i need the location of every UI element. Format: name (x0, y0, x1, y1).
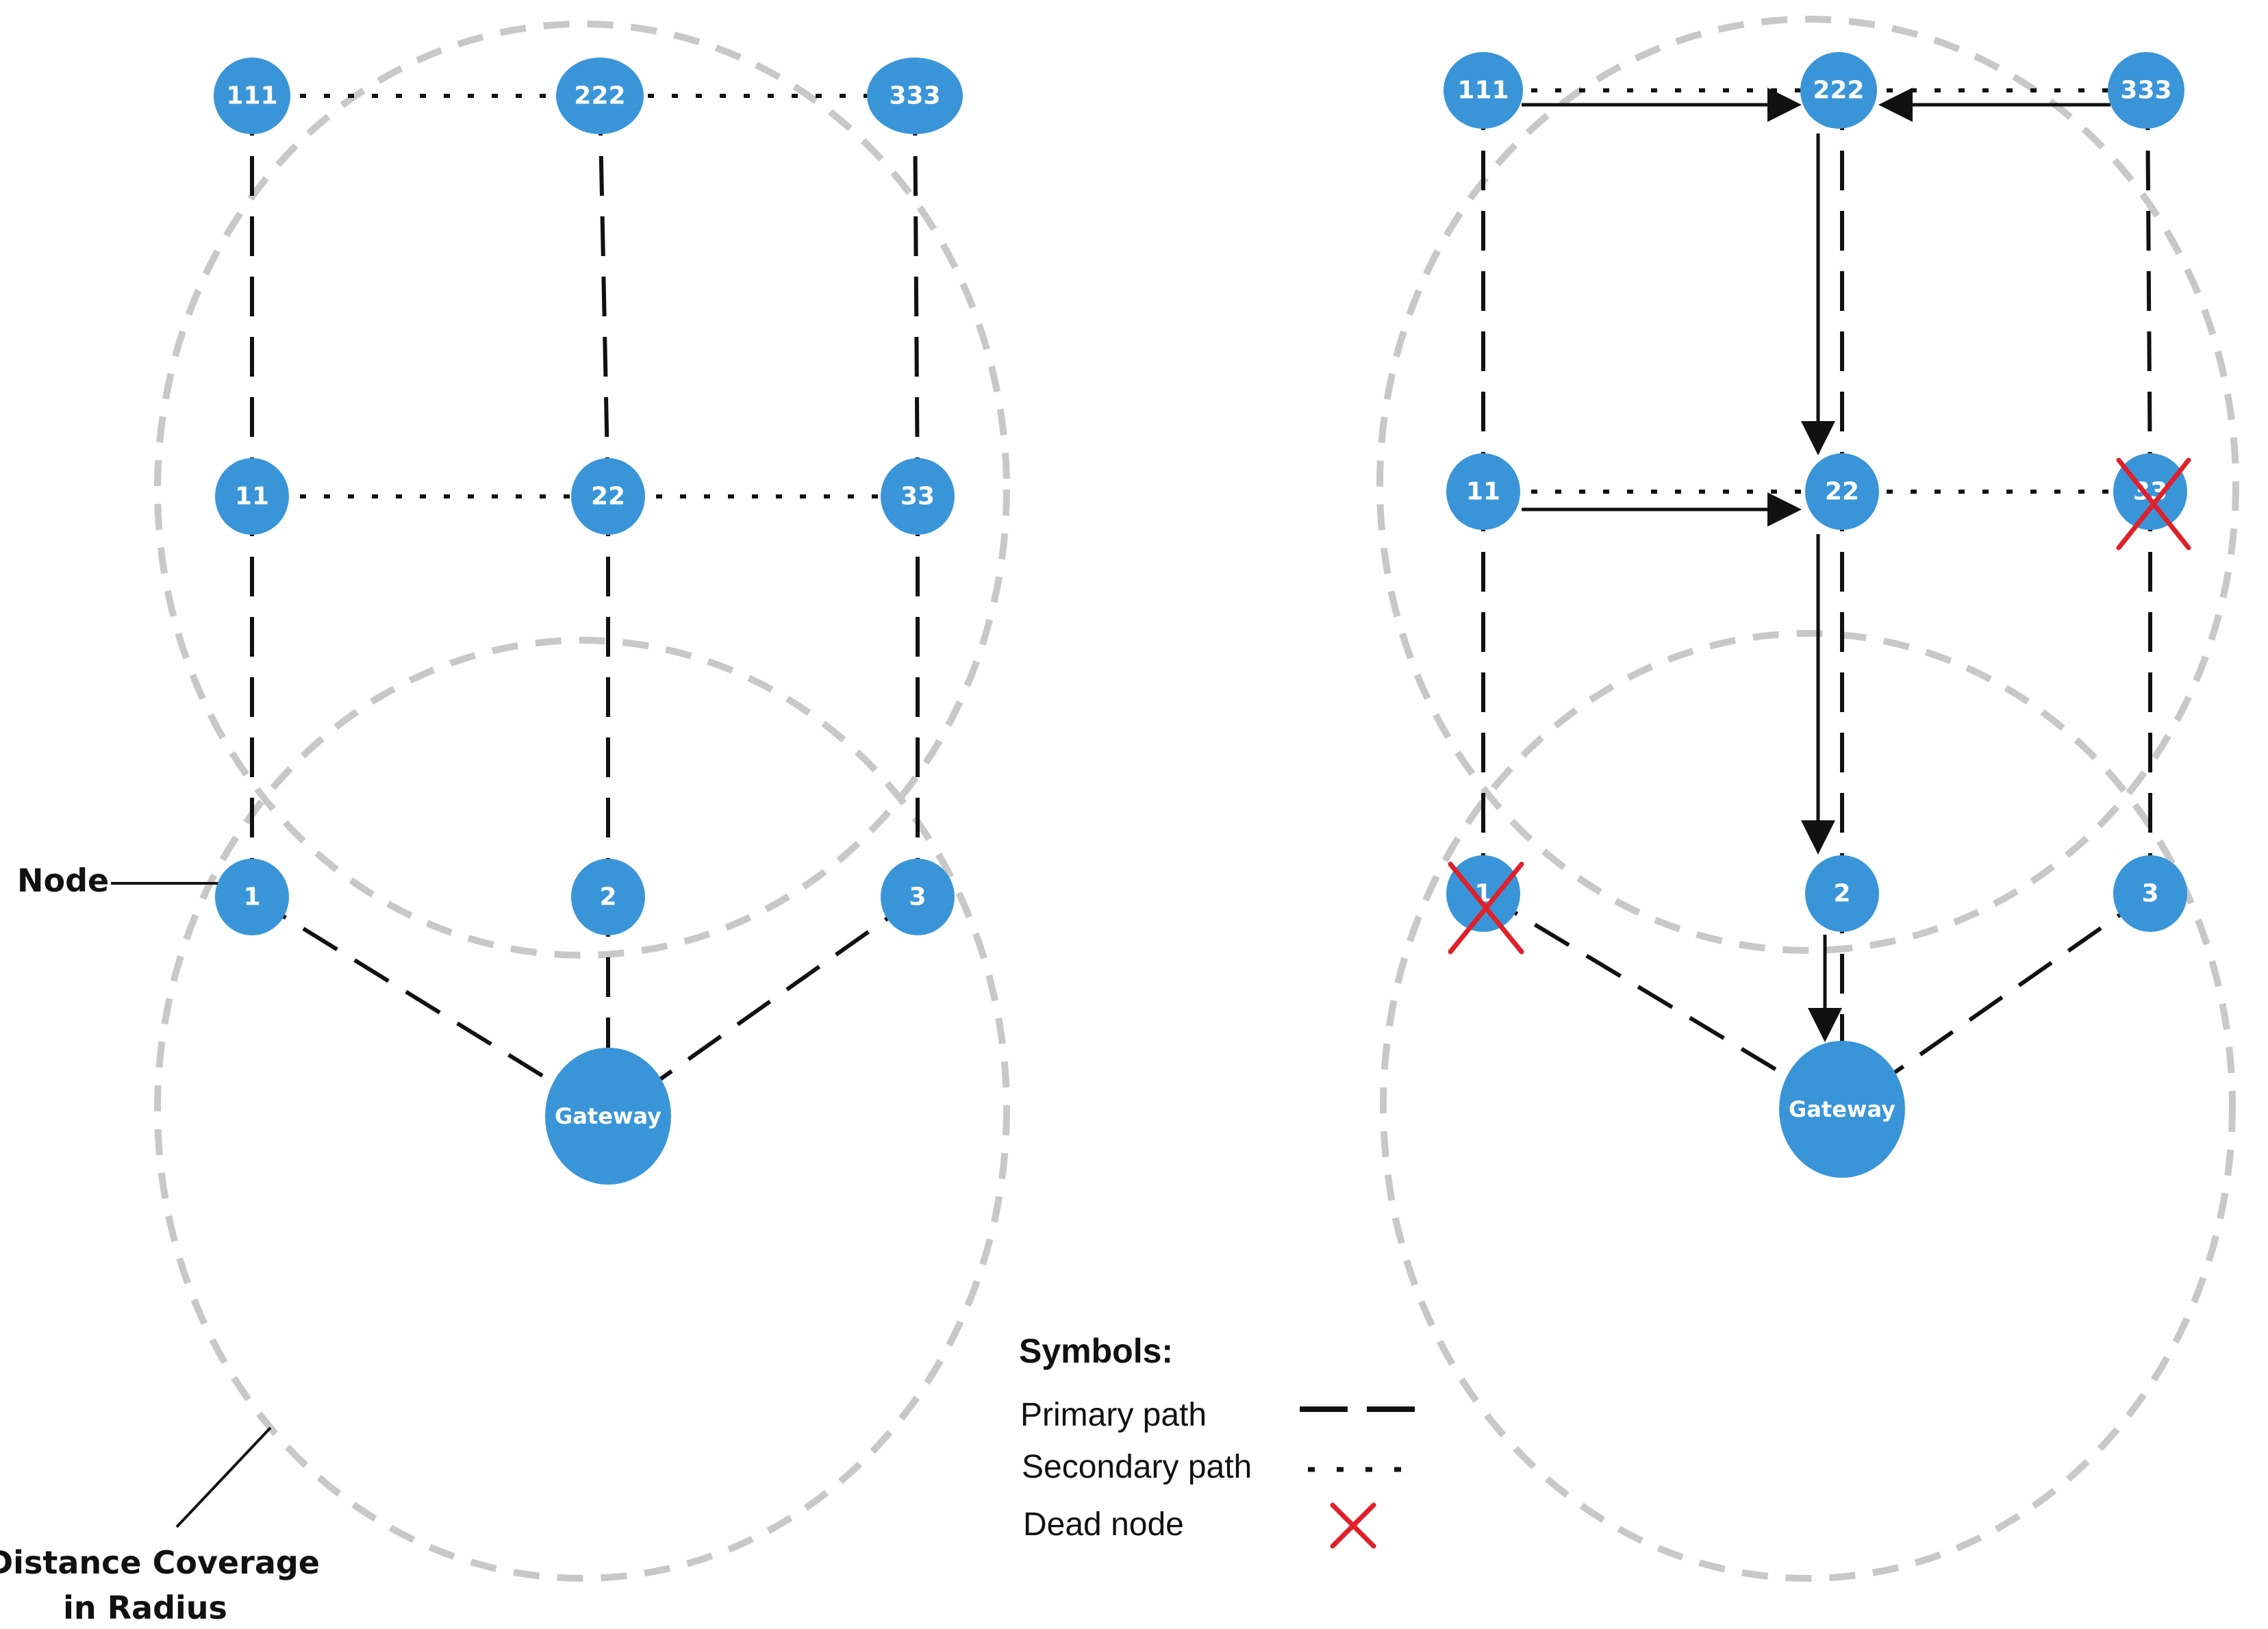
svg-text:222: 222 (1813, 77, 1864, 105)
node-r-111: 111 (1444, 52, 1523, 129)
node-r-1-dead: 1 (1446, 855, 1520, 932)
svg-text:22: 22 (1825, 478, 1859, 506)
svg-text:3: 3 (2141, 880, 2158, 908)
node-r-11: 11 (1446, 453, 1520, 530)
node-11: 11 (215, 458, 289, 535)
primary-path-222-22 (598, 95, 610, 497)
svg-text:111: 111 (1457, 77, 1509, 105)
node-333: 333 (867, 58, 963, 134)
node-r-2: 2 (1805, 855, 1879, 932)
svg-text:111: 111 (226, 82, 277, 110)
svg-text:2: 2 (599, 883, 616, 911)
gateway-node: Gateway (545, 1048, 671, 1185)
node-1: 1 (215, 859, 289, 935)
legend: Symbols: Primary path Secondary path Dea… (1019, 1332, 1422, 1549)
node-r-22: 22 (1805, 453, 1879, 530)
svg-text:222: 222 (574, 82, 625, 110)
dead-node-marker-33 (2116, 457, 2191, 551)
svg-text:3: 3 (909, 883, 926, 911)
coverage-circle-lower-right (1380, 630, 2236, 1582)
left-diagram: 111 222 333 11 22 33 1 2 (0, 21, 1010, 1626)
node-222: 222 (556, 58, 644, 134)
red-x-icon (1330, 1502, 1376, 1549)
primary-path-333-33 (913, 95, 920, 497)
right-diagram: 111 222 333 11 22 33 1 2 (1376, 16, 2239, 1582)
node-r-3: 3 (2113, 855, 2187, 932)
legend-secondary-label: Secondary path (1022, 1449, 1252, 1485)
node-22: 22 (571, 458, 645, 535)
svg-text:Gateway: Gateway (1789, 1096, 1895, 1122)
coverage-circle-lower (154, 637, 1010, 1582)
svg-text:333: 333 (889, 82, 940, 110)
svg-text:22: 22 (591, 483, 625, 511)
coverage-circle-upper (154, 21, 1010, 959)
node-r-333: 333 (2108, 52, 2184, 129)
svg-text:333: 333 (2120, 77, 2171, 105)
legend-dead-label: Dead node (1023, 1506, 1184, 1543)
coverage-circle-upper-right (1376, 16, 2239, 954)
node-r-222: 222 (1800, 52, 1877, 129)
node-callout-label: Node (17, 862, 109, 899)
coverage-callout-line (175, 1426, 272, 1528)
gateway-node-right: Gateway (1779, 1041, 1905, 1178)
svg-text:11: 11 (1466, 478, 1500, 506)
svg-text:11: 11 (235, 483, 269, 511)
node-111: 111 (214, 58, 290, 134)
primary-path-1-gateway (251, 895, 609, 1118)
node-33: 33 (881, 458, 955, 535)
primary-path-r-1-gateway (1482, 892, 1843, 1111)
svg-text:33: 33 (900, 483, 935, 511)
node-2: 2 (571, 859, 645, 935)
dead-node-marker-1 (1448, 861, 1524, 955)
coverage-callout-label: Distance Coverage in Radius (0, 1544, 331, 1626)
svg-text:1: 1 (243, 883, 260, 911)
svg-text:2: 2 (1833, 880, 1850, 908)
node-3: 3 (881, 859, 955, 935)
legend-primary-label: Primary path (1020, 1397, 1207, 1433)
primary-path-r-333-33 (2145, 90, 2152, 492)
legend-title: Symbols: (1019, 1332, 1173, 1370)
svg-text:Gateway: Gateway (555, 1103, 662, 1129)
